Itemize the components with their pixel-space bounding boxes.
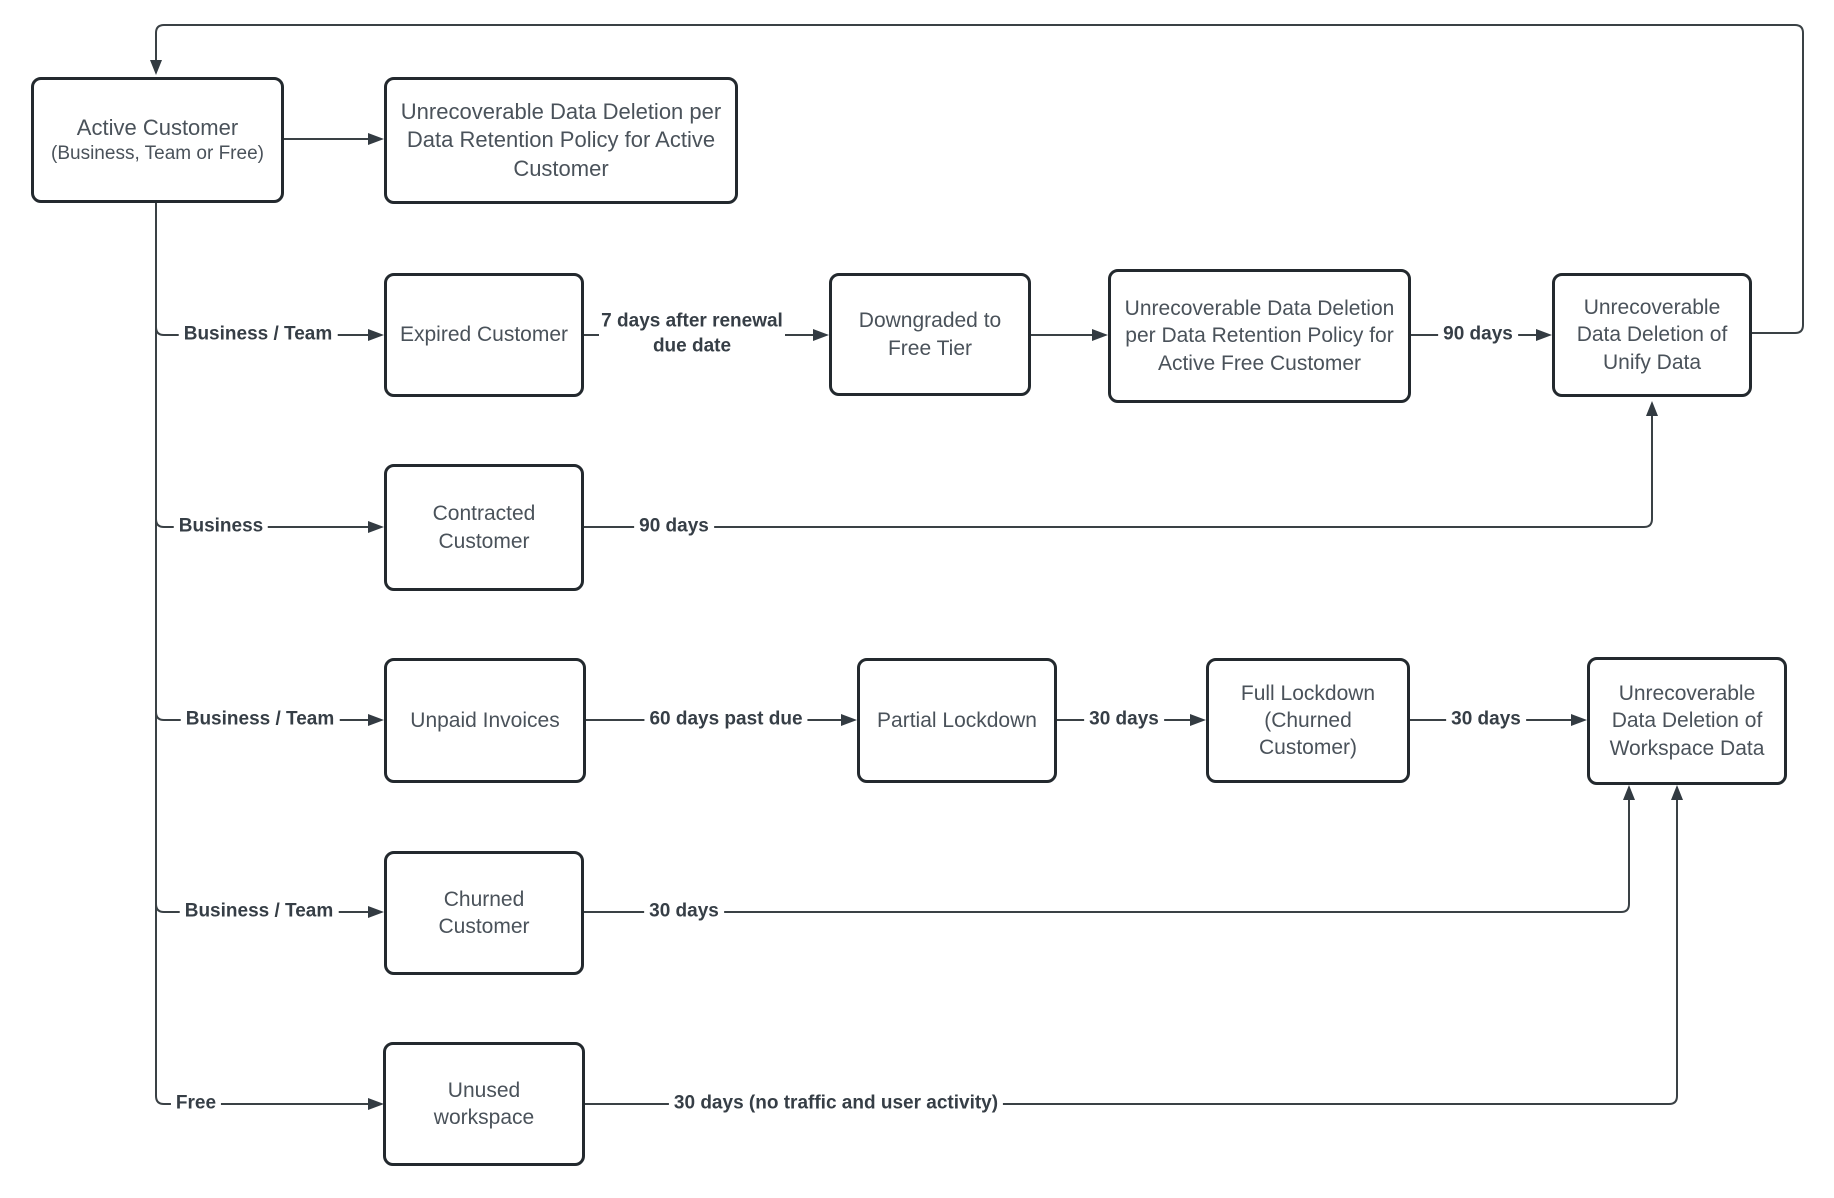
node-label: Unrecoverable Data Deletion per Data Ret… [400,98,722,181]
arrowhead-into-expired [368,329,384,341]
node-label: Downgraded to Free Tier [858,309,1002,360]
node-unpaid-invoices: Unpaid Invoices [384,658,586,783]
node-expired-customer: Expired Customer [384,273,584,397]
edge-label-30-days-churned: 30 days [644,899,724,925]
edge-unify-to-active-loop [155,24,1804,334]
node-label: Unrecoverable Data Deletion per Data Ret… [1124,297,1395,375]
node-label: Churned Customer [438,887,530,938]
node-deletion-active-customer: Unrecoverable Data Deletion per Data Ret… [384,77,738,204]
node-deletion-workspace-data: Unrecoverable Data Deletion of Workspace… [1587,657,1787,785]
edge-label-30-days-full: 30 days [1446,707,1526,733]
node-label: Expired Customer [399,323,569,347]
node-active-customer-subtitle: (Business, Team or Free) [51,143,264,165]
arrowhead-into-unify-bottom [1646,401,1658,416]
edge-branch-business-contracted [155,518,368,528]
arrowhead-into-unused [368,1098,384,1110]
arrowhead-into-full [1190,714,1206,726]
node-label: Unused workspace [433,1078,535,1129]
edge-label-90-days-free: 90 days [1438,322,1518,348]
arrowhead-into-downgraded [813,329,829,341]
node-active-customer-title: Active Customer [76,114,239,140]
edge-churned-to-workspace [584,800,1630,913]
node-label: Full Lockdown (Churned Customer) [1240,681,1376,760]
arrowhead-into-active-top [150,60,162,75]
node-contracted-customer: Contracted Customer [384,464,584,591]
edge-label-business-contracted: Business [173,514,269,540]
edge-label-business-team-unpaid: Business / Team [180,707,340,733]
edge-label-90-days-contracted: 90 days [634,514,714,540]
node-label: Contracted Customer [432,502,536,553]
node-label: Unpaid Invoices [410,708,560,732]
edge-branch-business-team-unpaid [155,711,368,721]
edge-label-60-days-past-due: 60 days past due [644,707,808,733]
edge-branch-business-team-expired [155,326,368,336]
edge-trunk-free-row [155,203,368,1105]
edge-label-7-days-after-renewal: 7 days after renewal due date [599,309,785,359]
edge-unused-to-workspace [585,800,1678,1105]
edge-label-business-team-churned: Business / Team [179,899,339,925]
edge-label-free: Free [170,1091,222,1117]
node-label: Partial Lockdown [877,708,1037,732]
node-downgraded-free-tier: Downgraded to Free Tier [829,273,1031,396]
arrowhead-into-unify-left [1536,329,1552,341]
node-full-lockdown: Full Lockdown (Churned Customer) [1206,658,1410,783]
arrowhead-into-partial [841,714,857,726]
node-label: Unrecoverable Data Deletion of Workspace… [1609,682,1765,760]
node-active-customer: Active Customer (Business, Team or Free) [31,77,284,203]
edge-contracted-to-unify [584,416,1653,528]
arrowhead-into-unpaid [368,714,384,726]
arrowhead-into-churned [368,906,384,918]
edge-label-30-days-no-traffic: 30 days (no traffic and user activity) [668,1091,1004,1117]
node-deletion-unify-data: Unrecoverable Data Deletion of Unify Dat… [1552,273,1752,397]
node-churned-customer: Churned Customer [384,851,584,975]
arrowhead-unused-into-workspace-bottom [1671,785,1683,800]
arrowhead-into-deletion-active [368,133,384,145]
arrowhead-into-contracted [368,521,384,533]
arrowhead-churned-into-workspace-bottom [1623,785,1635,800]
node-label: Unrecoverable Data Deletion of Unify Dat… [1576,296,1728,374]
edge-label-business-team-expired: Business / Team [178,322,338,348]
arrowhead-into-workspace-left [1571,714,1587,726]
node-unused-workspace: Unused workspace [383,1042,585,1166]
node-partial-lockdown: Partial Lockdown [857,658,1057,783]
arrowhead-into-deletion-free [1092,329,1108,341]
edge-branch-business-team-churned [155,903,368,913]
node-deletion-active-free-customer: Unrecoverable Data Deletion per Data Ret… [1108,269,1411,403]
edge-label-30-days-partial: 30 days [1084,707,1164,733]
